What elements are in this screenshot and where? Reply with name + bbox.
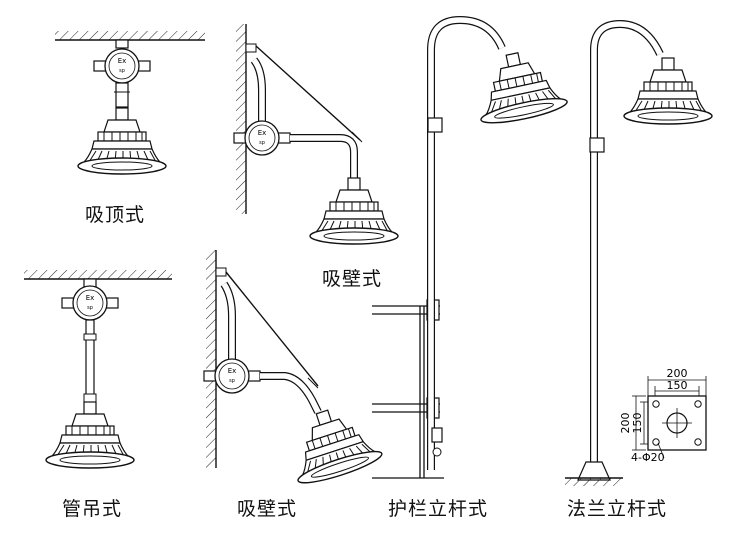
dim-holes: 4-Φ20 [631, 451, 665, 464]
box-mark: Ex [118, 57, 127, 65]
label-ceiling: 吸顶式 [85, 204, 146, 226]
wall-mount-upper-figure: Ex sp [233, 24, 399, 245]
dim-inner-width: 150 [667, 379, 688, 392]
label-wall-upper: 吸壁式 [322, 268, 383, 290]
lamp-ceiling [77, 107, 167, 175]
lamp-guardrail [468, 44, 570, 129]
pendant-pipe [85, 319, 95, 403]
lamp-flange [623, 57, 713, 125]
junction-box-2 [61, 285, 119, 321]
dim-outer-height: 200 [619, 413, 632, 434]
guardrail-pole-figure [372, 15, 570, 479]
wall-hatch [236, 24, 246, 214]
pendant-mount-figure: Ex sp [24, 270, 172, 469]
ground-hatch [565, 478, 623, 486]
flange-pole-figure [565, 19, 713, 486]
box-mark-4: Ex [228, 367, 237, 375]
dim-inner-height: 150 [631, 413, 644, 434]
box-sub-2: sp [87, 305, 93, 311]
wall-hatch-2 [206, 250, 216, 468]
ceiling-hatch-2 [24, 270, 172, 279]
ceiling-mount-figure: Ex sp [55, 31, 205, 175]
box-mark-3: Ex [258, 129, 267, 137]
label-pendant: 管吊式 [62, 498, 123, 520]
junction-box [93, 48, 151, 84]
lamp-wall-upper [309, 177, 399, 245]
box-sub: sp [119, 68, 125, 74]
lamp-pendant [45, 401, 135, 469]
label-flange-pole: 法兰立杆式 [567, 498, 668, 520]
label-guardrail-pole: 护栏立杆式 [388, 498, 489, 520]
box-sub-3: sp [259, 140, 265, 146]
label-wall-lower: 吸壁式 [237, 498, 298, 520]
lamp-wall-lower [279, 397, 385, 490]
dim-outer-width: 200 [667, 367, 688, 380]
box-mark-2: Ex [86, 294, 95, 302]
flange-dimension-detail: 200 150 200 150 4-Φ20 [619, 367, 707, 464]
ceiling-hatch [55, 31, 205, 40]
box-sub-4: sp [229, 378, 235, 384]
wall-mount-lower-figure: Ex sp [203, 250, 385, 490]
